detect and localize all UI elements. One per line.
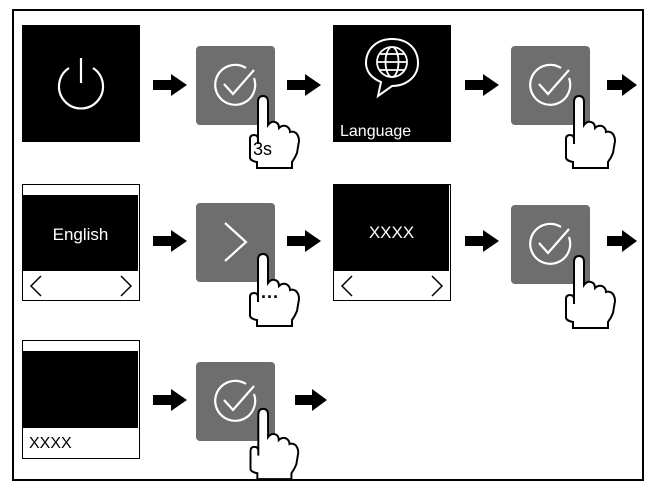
final-display (23, 351, 138, 428)
arrow-right-icon (295, 389, 327, 411)
arrow-right-icon (607, 74, 637, 96)
final-label: XXXX (29, 435, 72, 452)
pointing-hand-icon (565, 94, 617, 169)
repeat-press-indicator: ... (261, 282, 280, 302)
setting-screen: XXXX (333, 184, 451, 301)
language-screen: Language (333, 25, 451, 142)
confirm-button[interactable] (511, 46, 590, 125)
pointing-hand-icon (249, 407, 300, 481)
check-circle-icon (529, 63, 572, 106)
pointing-hand-icon (249, 252, 301, 327)
arrow-right-icon (153, 230, 187, 252)
chevron-right-icon (120, 275, 133, 297)
chevron-right-icon (431, 275, 444, 297)
setting-label: XXXX (368, 223, 415, 242)
arrow-right-icon (465, 230, 499, 252)
globe-speech-icon (364, 37, 420, 99)
check-circle-icon (214, 63, 257, 106)
check-circle-icon (214, 379, 257, 422)
english-label: English (52, 225, 109, 244)
english-screen: English (22, 184, 140, 301)
arrow-right-icon (153, 389, 187, 411)
arrow-right-icon (153, 74, 187, 96)
final-screen: XXXX (22, 340, 140, 459)
power-screen (22, 25, 140, 142)
chevron-left-icon (29, 275, 42, 297)
pointing-hand-icon (565, 254, 617, 329)
long-press-duration: 3s (253, 139, 273, 159)
chevron-left-icon (340, 275, 353, 297)
english-display (23, 195, 138, 271)
arrow-right-icon (607, 230, 637, 252)
chevron-right-icon (224, 222, 248, 262)
language-label: Language (340, 123, 412, 140)
arrow-right-icon (287, 230, 321, 252)
check-circle-icon (529, 222, 572, 265)
setting-display (334, 185, 449, 271)
arrow-right-icon (465, 74, 499, 96)
arrow-right-icon (287, 74, 321, 96)
power-icon (57, 58, 105, 110)
pointing-hand-icon (249, 94, 301, 169)
